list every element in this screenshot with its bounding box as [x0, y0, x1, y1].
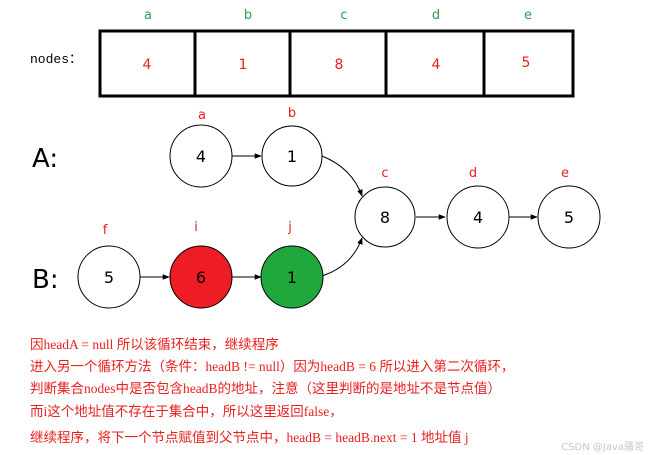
nodes-label: nodes： [30, 52, 82, 67]
node-label-j: j [287, 220, 292, 235]
array-cell: 8 [335, 57, 344, 73]
node-label-f: f [103, 223, 108, 238]
array-header: a [144, 8, 152, 23]
watermark: CSDN @Java骚哥 [561, 442, 644, 453]
arrow-j-to-c [321, 237, 363, 277]
node-b-value: 1 [287, 147, 297, 166]
node-label-e: e [561, 166, 569, 181]
node-label-i: i [194, 220, 198, 235]
node-label-c: c [381, 166, 388, 181]
note-line: 判断集合nodes中是否包含headB的地址，注意（这里判断的是地址不是节点值） [30, 381, 501, 396]
node-label-b: b [288, 106, 296, 121]
nodes-array-frame [98, 29, 575, 98]
array-cell: 1 [239, 57, 248, 73]
note-line: 而i这个地址值不存在于集合中，所以这里返回false， [30, 404, 343, 419]
node-label-a: a [198, 108, 206, 123]
node-label-d: d [469, 166, 477, 181]
node-a-value: 4 [196, 147, 206, 166]
node-e [537, 185, 601, 249]
array-header: e [524, 8, 532, 23]
node-b [261, 125, 323, 187]
array-cell: 4 [432, 57, 441, 73]
node-c-value: 8 [380, 208, 390, 227]
array-header: b [244, 8, 252, 23]
node-d [446, 185, 510, 249]
arrow-b-to-c [321, 155, 363, 197]
node-f-value: 5 [104, 268, 114, 287]
node-a [169, 124, 233, 188]
node-e-value: 5 [564, 208, 574, 227]
node-f [77, 245, 141, 309]
array-cell: 5 [522, 55, 531, 71]
node-j [260, 245, 324, 309]
node-d-value: 4 [473, 208, 483, 227]
note-line: 进入另一个循环方法（条件：headB != null）因为headB = 6 所… [30, 359, 515, 374]
node-j-value: 1 [287, 268, 297, 287]
node-c [354, 186, 416, 248]
node-i-value: 6 [196, 268, 206, 287]
note-line: 继续程序，将下一个节点赋值到父节点中，headB = headB.next = … [30, 430, 469, 445]
node-i [169, 245, 233, 309]
list-a-label: A: [32, 144, 58, 174]
array-header: c [340, 8, 347, 23]
array-header: d [432, 8, 440, 23]
list-b-label: B: [32, 265, 59, 295]
note-line: 因headA = null 所以该循环结束，继续程序 [30, 337, 279, 352]
array-cell: 4 [143, 57, 152, 73]
